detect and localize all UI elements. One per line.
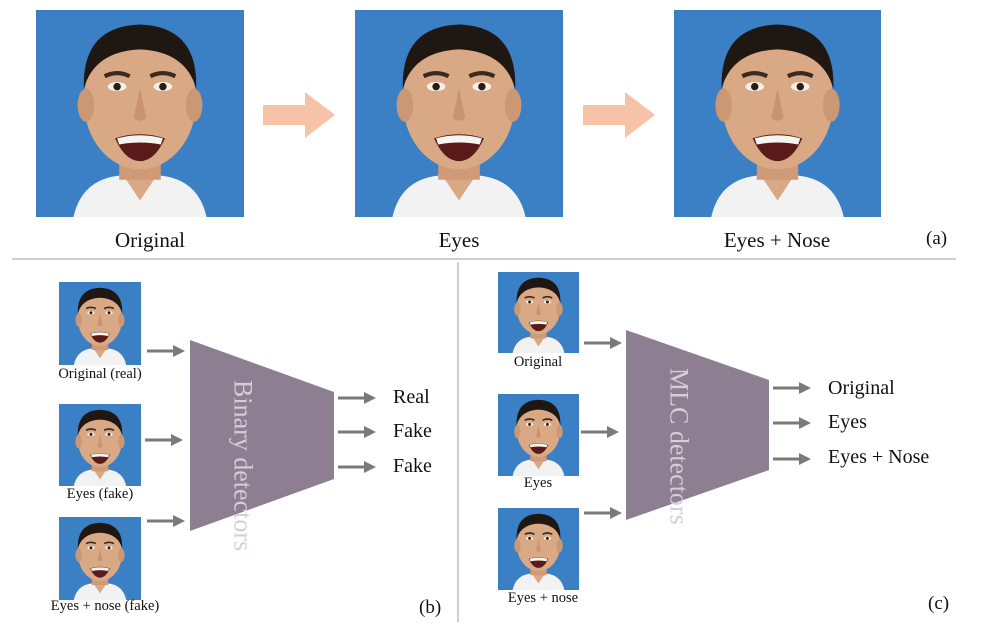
panel-b-tag: (b) (419, 597, 442, 618)
arrow-icon (147, 515, 185, 527)
face-image-eyes-nose (674, 10, 881, 217)
binary-detector-label-line2: detectors (228, 457, 258, 552)
input-face-eyes (59, 404, 141, 486)
input-caption-eyes-nose-fake: Eyes + nose (fake) (50, 598, 160, 614)
big-arrow-icon (263, 92, 335, 138)
caption-original: Original (115, 228, 185, 252)
input-caption-eyes-fake: Eyes (fake) (66, 486, 134, 502)
mlc-input-face-eyes (498, 394, 579, 476)
binary-output-fake-1: Fake (393, 420, 432, 442)
input-caption-original-real: Original (real) (58, 366, 142, 382)
mlc-detector-label-line2: detectors (664, 430, 694, 525)
face-image-eyes (355, 10, 563, 217)
arrow-icon (773, 417, 811, 429)
mlc-input-face-eyes-nose (498, 508, 579, 590)
mlc-input-caption-eyes: Eyes (523, 475, 553, 491)
big-arrow-icon (583, 92, 655, 138)
arrow-icon (581, 426, 619, 438)
arrow-icon (584, 507, 622, 519)
mlc-input-face-original (498, 272, 579, 353)
binary-detector-label: Binary detectors (228, 380, 258, 551)
mlc-input-caption-original: Original (513, 354, 563, 370)
face-image-original (36, 10, 244, 217)
arrow-icon (147, 345, 185, 357)
mlc-detector-label: MLC detectors (664, 368, 694, 525)
arrow-icon (773, 453, 811, 465)
panel-a-tag: (a) (926, 228, 948, 249)
binary-detector-trapezoid (190, 340, 334, 531)
mlc-output-eyes: Eyes (828, 411, 867, 433)
caption-eyes: Eyes (438, 228, 480, 252)
arrow-icon (145, 434, 183, 446)
binary-detector-label-line1: Binary (228, 380, 258, 451)
input-face-eyes-nose (59, 517, 141, 600)
arrow-icon (338, 426, 376, 438)
vertical-divider (457, 262, 459, 622)
mlc-output-eyes-nose: Eyes + Nose (828, 446, 930, 468)
binary-output-fake-2: Fake (393, 455, 432, 477)
horizontal-divider (12, 258, 956, 260)
arrow-icon (584, 337, 622, 349)
arrow-icon (338, 461, 376, 473)
input-face-original (59, 282, 141, 365)
mlc-detector-label-line1: MLC (664, 368, 694, 425)
binary-output-real: Real (393, 386, 430, 408)
caption-eyes-nose: Eyes + Nose (723, 228, 831, 252)
arrow-icon (338, 392, 376, 404)
panel-c-tag: (c) (928, 593, 950, 614)
mlc-input-caption-eyes-nose: Eyes + nose (507, 590, 579, 606)
arrow-icon (773, 382, 811, 394)
mlc-detector-trapezoid (626, 330, 769, 520)
mlc-output-original: Original (828, 377, 895, 399)
